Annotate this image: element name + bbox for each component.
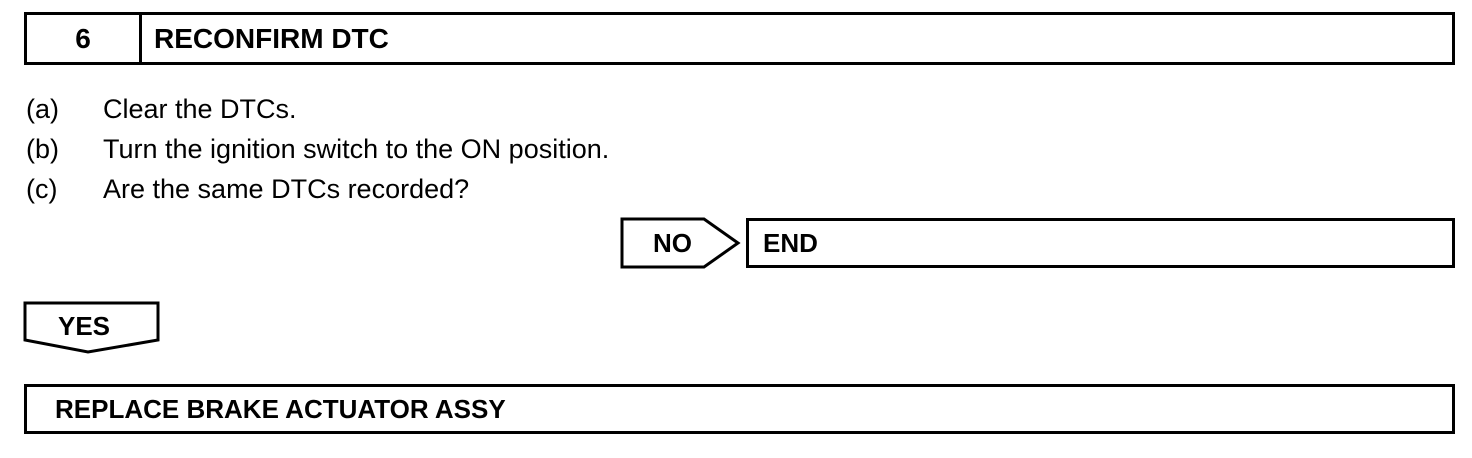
no-label: NO (653, 227, 692, 258)
end-box: END (746, 218, 1455, 268)
instruction-marker: (c) (26, 173, 58, 204)
instruction-text: Turn the ignition switch to the ON posit… (103, 133, 610, 164)
replace-actuator-box: REPLACE BRAKE ACTUATOR ASSY (24, 384, 1455, 434)
instruction-item: (b) Turn the ignition switch to the ON p… (26, 129, 609, 169)
yes-label: YES (58, 310, 111, 341)
no-arrow-shape (620, 217, 741, 269)
step-header: 6 RECONFIRM DTC (24, 12, 1455, 65)
instruction-item: (c) Are the same DTCs recorded? (26, 169, 609, 209)
step-title: RECONFIRM DTC (154, 22, 389, 54)
instruction-item: (a) Clear the DTCs. (26, 89, 609, 129)
instruction-marker: (b) (26, 133, 59, 164)
instruction-text: Clear the DTCs. (103, 93, 297, 124)
yes-arrow-shape (23, 301, 160, 354)
step-number: 6 (27, 15, 142, 62)
instruction-text: Are the same DTCs recorded? (103, 173, 470, 204)
instruction-marker: (a) (26, 93, 59, 124)
instruction-list: (a) Clear the DTCs. (b) Turn the ignitio… (26, 89, 609, 209)
